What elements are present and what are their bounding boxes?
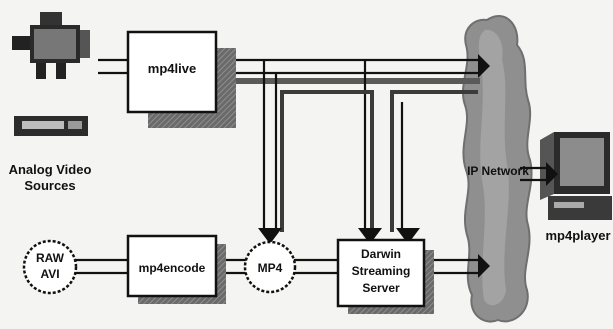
avi-label: AVI <box>40 267 59 281</box>
camera-icon <box>12 12 90 79</box>
mp4-node: MP4 <box>245 242 295 292</box>
mp4encode-label: mp4encode <box>139 261 206 275</box>
darwin-label-line2: Streaming <box>352 264 411 278</box>
mp4-label: MP4 <box>258 261 283 275</box>
darwin-box: Darwin Streaming Server <box>338 240 434 314</box>
analog-sources-label-line2: Sources <box>24 178 75 193</box>
mp4live-box: mp4live <box>128 32 236 128</box>
ip-network-label: IP Network <box>467 164 529 178</box>
raw-label: RAW <box>36 251 65 265</box>
mp4player-label: mp4player <box>545 228 610 243</box>
analog-sources-label-line1: Analog Video <box>9 162 92 177</box>
raw-avi-node: RAW AVI <box>24 241 76 293</box>
mp4live-label: mp4live <box>148 61 196 76</box>
mp4encode-box: mp4encode <box>128 236 226 304</box>
darwin-label-line1: Darwin <box>361 247 401 261</box>
vcr-icon <box>14 116 88 136</box>
darwin-label-line3: Server <box>362 281 400 295</box>
